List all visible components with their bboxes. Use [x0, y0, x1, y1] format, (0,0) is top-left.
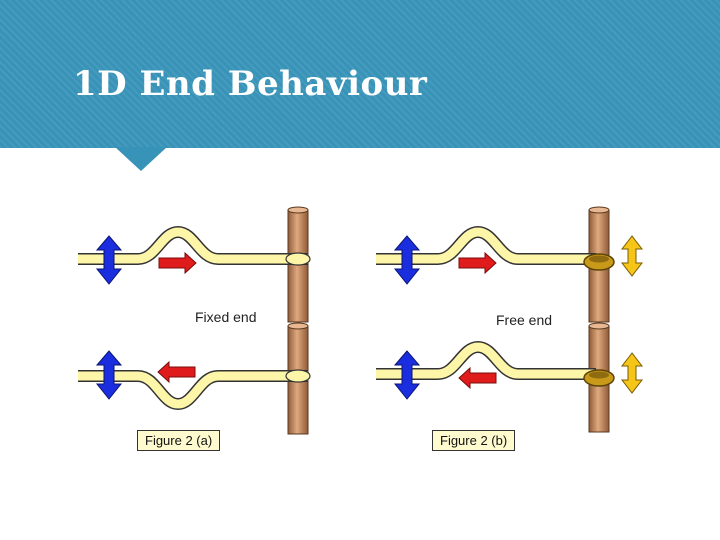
figure-b-caption: Figure 2 (b): [432, 430, 516, 451]
pulse-arrow-left: [157, 360, 196, 384]
pulse-arrow-left: [458, 366, 497, 390]
motion-arrow-bottom: [393, 350, 421, 400]
free-end-arrow-top: [620, 235, 644, 277]
motion-arrow-top: [393, 235, 421, 285]
figure-a-fixed-end: Fixed end Figure 2 (a): [60, 198, 360, 458]
fixed-knot-bottom: [285, 369, 311, 383]
pulse-arrow-right: [158, 251, 197, 275]
motion-arrow-top: [95, 235, 123, 285]
fixed-knot-top: [285, 252, 311, 266]
motion-arrow-bottom: [95, 350, 123, 400]
free-end-arrow-bottom: [620, 352, 644, 394]
free-end-label: Free end: [496, 312, 553, 328]
header-notch: [115, 147, 167, 171]
fixed-end-label: Fixed end: [195, 309, 257, 325]
figure-b-free-end: Free end Figure 2 (b): [360, 198, 660, 458]
fixed-end-diagram: [78, 206, 311, 435]
slide-title: 1D End Behaviour: [73, 64, 428, 104]
pulse-arrow-right: [458, 251, 497, 275]
pole-top: [287, 206, 309, 323]
free-end-diagram: [376, 206, 644, 433]
header-banner: [0, 0, 720, 148]
figure-a-caption: Figure 2 (a): [137, 430, 221, 451]
